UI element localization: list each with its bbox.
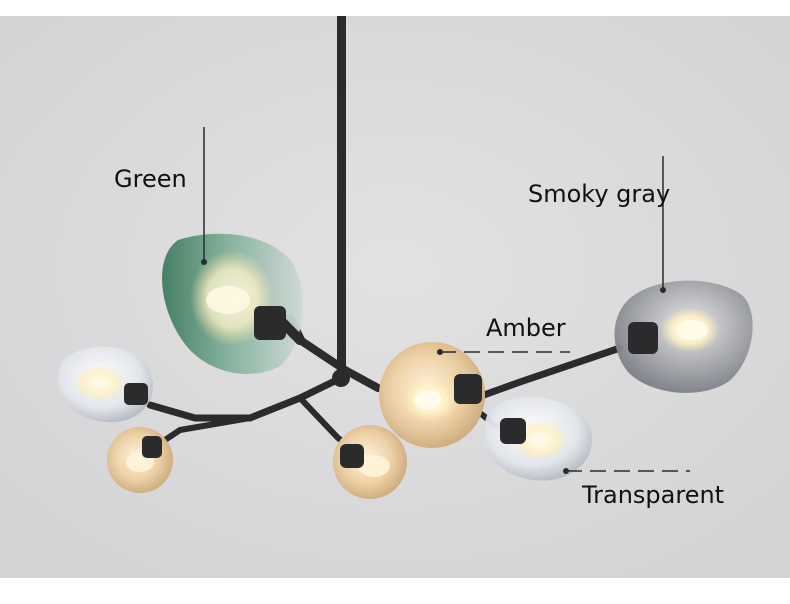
clear-glass-shade-left <box>57 346 154 423</box>
green-glass-shade <box>162 233 305 374</box>
label-amber: Amber <box>486 314 566 342</box>
amber-glass-shade-main <box>379 342 485 448</box>
callout-lines <box>201 127 690 474</box>
clear-glass-shade-right <box>484 396 593 481</box>
label-green: Green <box>114 165 187 193</box>
smoky-gray-glass-shade <box>614 280 753 393</box>
amber-glass-shade-center <box>333 425 407 499</box>
hanging-rod <box>337 16 346 378</box>
label-transparent: Transparent <box>582 481 725 509</box>
amber-glass-shade-left <box>107 427 173 493</box>
label-smoky-gray: Smoky gray <box>528 180 671 208</box>
center-hub <box>332 369 350 387</box>
